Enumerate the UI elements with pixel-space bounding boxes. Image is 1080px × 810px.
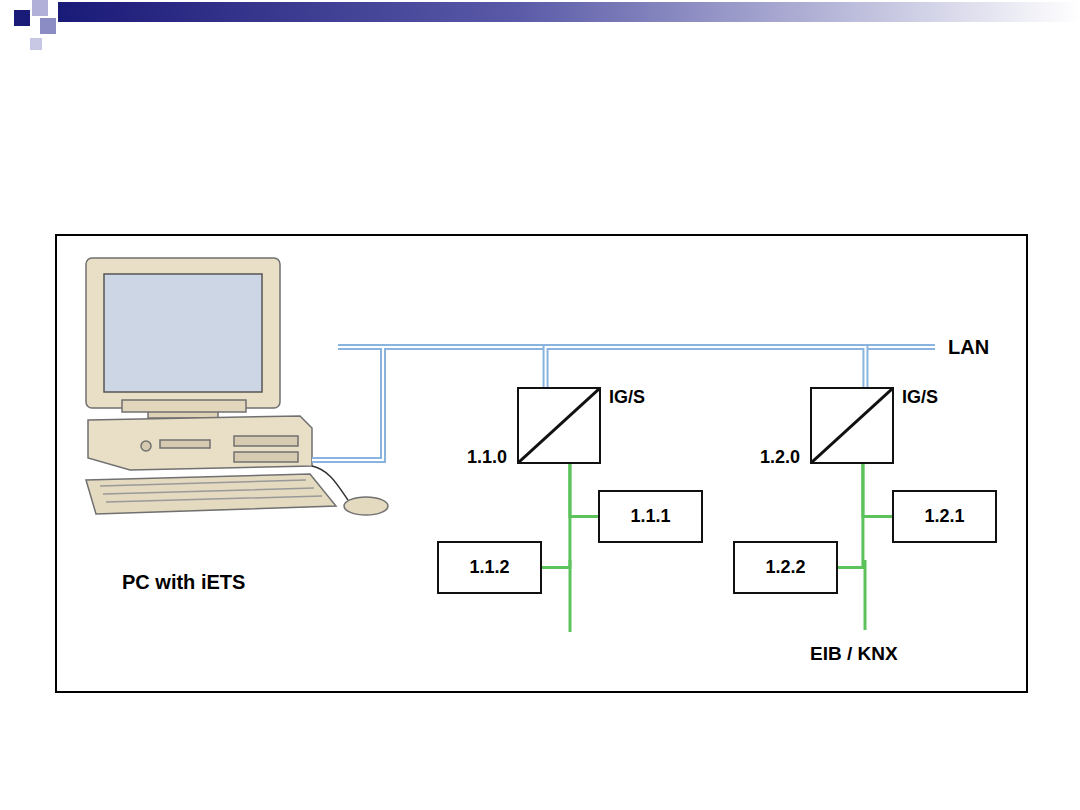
lan-connection <box>546 347 866 387</box>
gateway-box: IG/S1.2.0 <box>810 387 894 464</box>
physical-address: 1.1.1 <box>630 506 670 527</box>
knx-bus-line <box>863 464 892 517</box>
knx-bus-line <box>838 464 863 568</box>
header-square <box>14 10 30 26</box>
physical-address: 1.2.0 <box>760 447 800 468</box>
device-box: 1.2.1 <box>892 490 997 543</box>
header-bar <box>58 2 1080 22</box>
bus-label: EIB / KNX <box>810 643 898 665</box>
network-label: LAN <box>948 336 989 359</box>
header-square <box>30 38 42 50</box>
lan-cable-inner <box>546 347 866 387</box>
lan-cable-outer <box>546 347 866 387</box>
gateway-symbol <box>812 389 892 462</box>
device-box: 1.1.1 <box>598 490 703 543</box>
knx-bus-connection <box>863 464 892 517</box>
knx-bus-line <box>570 464 598 517</box>
physical-address: 1.2.1 <box>924 506 964 527</box>
knx-bus-connection <box>570 464 598 517</box>
pc-illustration <box>86 258 388 515</box>
device-type: IG/S <box>902 387 938 408</box>
physical-address: 1.1.0 <box>467 447 507 468</box>
knx-bus-connection <box>542 464 570 568</box>
knx-bus-line <box>542 464 570 568</box>
device-box: 1.2.2 <box>733 541 838 594</box>
knx-bus-connection <box>838 464 863 568</box>
pc-caption: PC with iETS <box>122 571 245 594</box>
header-square <box>40 18 56 34</box>
physical-address: 1.2.2 <box>765 557 805 578</box>
gateway-symbol <box>519 389 599 462</box>
diagram-frame <box>56 235 1027 692</box>
device-type: IG/S <box>609 387 645 408</box>
gateway-box: IG/S1.1.0 <box>517 387 601 464</box>
physical-address: 1.1.2 <box>469 557 509 578</box>
device-box: 1.1.2 <box>437 541 542 594</box>
header-square <box>32 0 48 16</box>
